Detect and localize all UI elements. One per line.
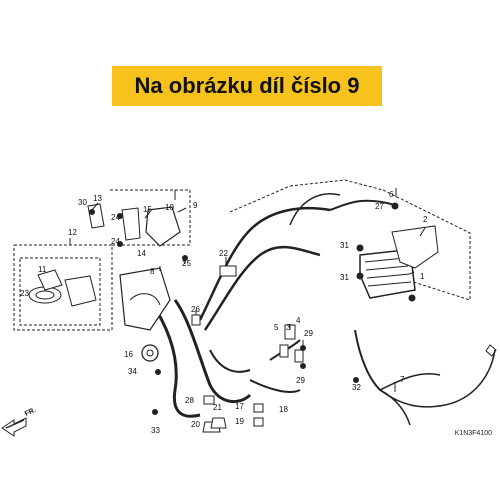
callout-10: 10 [165, 203, 174, 212]
part-10 [145, 206, 181, 247]
callout-32: 32 [352, 383, 361, 392]
harness-right [354, 329, 381, 391]
bolt-30 [89, 209, 95, 215]
callout-13: 13 [93, 194, 102, 203]
callout-17: 17 [235, 402, 244, 411]
callout-18: 18 [279, 405, 288, 414]
callout-4: 4 [296, 316, 301, 325]
frame-edge [289, 179, 384, 191]
callout-31: 31 [340, 273, 349, 282]
diagram-code: K1N3F4100 [454, 430, 492, 437]
bolt-32 [353, 377, 359, 383]
harness-right [379, 372, 441, 391]
callout-3: 3 [286, 323, 291, 332]
bolt-24 [117, 213, 123, 219]
callout-23: 23 [20, 289, 29, 298]
bolt-27 [391, 202, 399, 210]
callout-30: 30 [78, 198, 87, 207]
part-4 [294, 349, 304, 363]
bolt-24 [117, 241, 123, 247]
harness-branch [269, 339, 301, 361]
callout-34: 34 [128, 367, 137, 376]
frame-edge [229, 185, 291, 213]
callout-12: 12 [68, 228, 77, 237]
part-21 [210, 417, 227, 429]
group-box-12 [13, 244, 113, 331]
callout-6: 6 [389, 190, 394, 199]
harness-right [379, 389, 411, 426]
callout-33: 33 [151, 426, 160, 435]
callout-2: 2 [423, 215, 428, 224]
part-14-bracket [121, 207, 141, 241]
callout-11: 11 [38, 265, 47, 274]
frame-edge [382, 189, 471, 300]
callout-16: 16 [124, 350, 133, 359]
callout-14: 14 [137, 249, 146, 258]
cover-2 [391, 225, 439, 269]
callout-15: 15 [143, 205, 152, 214]
harness-trunk [203, 245, 321, 331]
part-13 [87, 203, 105, 229]
callout-8: 8 [150, 267, 155, 276]
callout-25: 25 [182, 259, 191, 268]
harness-branch [289, 193, 341, 226]
part-16 [141, 344, 159, 362]
callout-28: 28 [185, 396, 194, 405]
callout-7: 7 [400, 375, 405, 384]
bolt-29 [300, 363, 306, 369]
harness-branch [329, 199, 396, 211]
callout-24: 24 [111, 213, 120, 222]
callout-26: 26 [191, 305, 200, 314]
callout-27: 27 [375, 202, 384, 211]
callout-29: 29 [304, 329, 313, 338]
callout-1: 1 [420, 272, 425, 281]
callout-5: 5 [274, 323, 279, 332]
callout-20: 20 [191, 420, 200, 429]
bolt-31 [356, 272, 364, 280]
part-28 [203, 395, 215, 405]
callout-9: 9 [193, 201, 198, 210]
callout-22: 22 [219, 249, 228, 258]
harness-right [379, 349, 496, 408]
banner-text: Na obrázku díl číslo 9 [134, 73, 360, 98]
callout-29: 29 [296, 376, 305, 385]
bolt-29 [300, 345, 306, 351]
callout-21: 21 [213, 403, 222, 412]
bolt-33 [152, 409, 158, 415]
harness-branch [209, 349, 251, 373]
part-8 [119, 267, 171, 331]
part-22 [219, 265, 237, 277]
group-box-9 [110, 189, 191, 246]
callout-24: 24 [111, 237, 120, 246]
part-number-banner: Na obrázku díl číslo 9 [112, 66, 382, 106]
part-17 [253, 403, 264, 413]
callout-31: 31 [340, 241, 349, 250]
callout-19: 19 [235, 417, 244, 426]
bolt-31 [356, 244, 364, 252]
harness-main [148, 299, 201, 418]
bolt-34 [155, 369, 161, 375]
harness-trunk [198, 206, 331, 321]
harness-main [173, 299, 252, 404]
front-arrow [1, 417, 27, 437]
bolt-31 [408, 294, 416, 302]
part-11 [64, 275, 97, 307]
part-19 [253, 417, 264, 427]
part-26 [191, 314, 201, 326]
part-5 [279, 344, 289, 358]
harness-branch [249, 379, 301, 393]
